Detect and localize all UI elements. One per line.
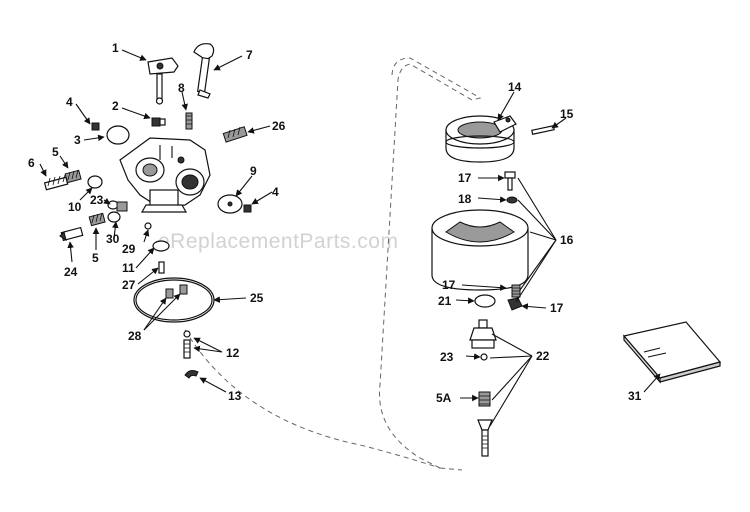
left-leaders [39, 49, 273, 393]
part-15-pin [531, 125, 555, 135]
part-8-screw [185, 112, 193, 130]
part-28-pins [165, 284, 188, 299]
part-11-gasket [152, 240, 170, 252]
callout-26: 26 [272, 119, 286, 133]
part-17-top-screw [504, 171, 516, 191]
callout-1: 1 [112, 41, 119, 55]
callout-13: 13 [228, 389, 242, 403]
part-17-nut [507, 297, 523, 311]
callout-9: 9 [250, 164, 257, 178]
callout-17-right: 17 [550, 301, 564, 315]
callout-16: 16 [560, 233, 574, 247]
callout-8: 8 [178, 81, 185, 95]
left-callouts: 1 7 8 2 4 3 26 6 5 10 9 4 23 30 29 24 5 … [28, 41, 286, 403]
part-5-spring-lower [88, 212, 106, 227]
part-3-throttle-plate [106, 125, 130, 145]
callout-24: 24 [64, 265, 78, 279]
carburetor-body [119, 137, 211, 213]
carburetor-assembly [43, 43, 252, 379]
callout-21: 21 [438, 294, 452, 308]
callout-3: 3 [74, 133, 81, 147]
part-10-o-ring [87, 175, 103, 189]
callout-18: 18 [458, 192, 472, 206]
part-22-bottom-screw [477, 419, 493, 457]
dashed-boundary-lower [184, 329, 441, 469]
part-7-choke-lever [193, 43, 215, 99]
part-18-washer [506, 196, 518, 204]
watermark: eReplacementParts.com [158, 230, 398, 253]
part-12-needle-seat [183, 330, 191, 359]
callout-28: 28 [128, 329, 142, 343]
callout-25: 25 [250, 291, 264, 305]
right-callouts: 14 15 17 18 16 17 21 17 23 22 5A [436, 80, 574, 405]
callout-15: 15 [560, 107, 574, 121]
part-26-fitting [222, 126, 248, 143]
part-5-spring-upper [64, 169, 82, 184]
callout-10: 10 [68, 200, 82, 214]
callout-29: 29 [122, 242, 136, 256]
part-4-screw-top [91, 122, 100, 131]
part-13-clip [184, 370, 199, 379]
part-31-kit-packet [622, 321, 722, 384]
callout-2: 2 [112, 99, 119, 113]
part-21-washer [474, 294, 496, 308]
part-29-ball [144, 222, 152, 230]
callout-4-right: 4 [272, 185, 279, 199]
right-leaders [455, 91, 567, 427]
callout-22: 22 [536, 349, 550, 363]
callout-23-right: 23 [440, 350, 454, 364]
callout-31: 31 [628, 389, 642, 403]
callout-17-mid: 17 [442, 278, 456, 292]
part-4-screw-right [243, 204, 252, 213]
part-22-jet-fitting [469, 319, 497, 349]
part-16-float-bowl [431, 209, 529, 291]
float-bowl-assembly [431, 115, 555, 457]
part-14-float [445, 115, 517, 163]
callout-23-left: 23 [90, 193, 104, 207]
callout-11: 11 [122, 261, 135, 275]
callout-6: 6 [28, 156, 35, 170]
callout-5-lower: 5 [92, 251, 99, 265]
callout-7: 7 [246, 48, 253, 62]
part-1-throttle-lever [147, 57, 179, 105]
part-2-screw [151, 117, 166, 127]
leader-31 [643, 373, 661, 393]
callout-14: 14 [508, 80, 522, 94]
callout-5A: 5A [436, 391, 452, 405]
part-23-ring [480, 353, 488, 361]
part-17-spring [511, 284, 521, 298]
callout-17-top: 17 [458, 171, 472, 185]
callout-27: 27 [122, 278, 136, 292]
part-6-needle [43, 174, 69, 191]
part-24-needle [59, 226, 84, 242]
part-27-pin [158, 261, 165, 274]
callout-30: 30 [106, 232, 120, 246]
callout-4-top: 4 [66, 95, 73, 109]
callout-12: 12 [226, 346, 240, 360]
part-5A-spring [478, 391, 491, 407]
dashed-boundary [379, 57, 482, 469]
callout-5-upper: 5 [52, 145, 59, 159]
